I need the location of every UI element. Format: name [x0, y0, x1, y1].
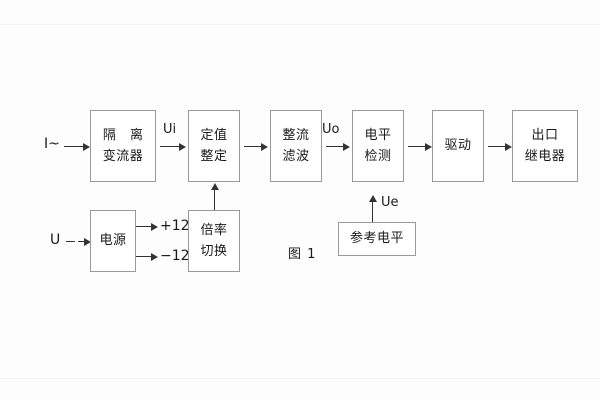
block-rectifier-line2: 滤波	[282, 149, 310, 164]
current-input-arrowhead	[83, 143, 90, 151]
block-driver-line1: 驱动	[444, 138, 472, 154]
block-level-detector[interactable]: 电平 检测	[352, 110, 404, 182]
block-power-line1: 电源	[99, 233, 127, 249]
uo-connector-arrowhead	[343, 143, 350, 151]
block-isolation-line1: 隔 离	[102, 127, 149, 143]
block-multiplier-switch[interactable]: 倍率 切换	[188, 210, 240, 272]
voltage-input-label: U	[50, 232, 61, 248]
signal-uo-label: Uo	[322, 122, 340, 137]
signal-ui-label: Ui	[163, 122, 177, 137]
ui-connector-arrowhead	[179, 143, 186, 151]
driver-to-output-arrowhead	[505, 143, 512, 151]
reference-to-detector-arrowhead	[369, 195, 377, 202]
multiplier-to-setting-line	[214, 189, 215, 210]
figure-caption: 图 1	[288, 247, 317, 262]
block-power-supply[interactable]: 电源	[90, 210, 136, 272]
block-output-line2: 继电器	[524, 149, 566, 164]
block-reference-level[interactable]: 参考电平	[338, 222, 416, 256]
rail-positive-arrowhead	[151, 223, 158, 231]
block-setting-adjustment[interactable]: 定值 整定	[188, 110, 240, 182]
block-detector-line2: 检测	[364, 149, 392, 164]
block-output-line1: 出口	[531, 127, 559, 143]
block-isolation-line2: 变流器	[102, 149, 144, 164]
ui-connector-line	[160, 146, 180, 147]
voltage-input-arrowhead	[84, 238, 91, 246]
voltage-input-line	[78, 241, 87, 242]
block-detector-line1: 电平	[364, 127, 392, 143]
current-input-line	[64, 146, 84, 147]
frame-top-divider	[0, 24, 600, 25]
signal-ue-label: Ue	[381, 195, 399, 210]
block-multiplier-line2: 切换	[200, 244, 228, 259]
uo-connector-line	[326, 146, 344, 147]
block-setting-line2: 整定	[200, 149, 228, 164]
setting-to-rectifier-line	[244, 146, 262, 147]
reference-to-detector-line	[372, 201, 373, 222]
rail-negative-arrowhead	[151, 253, 158, 261]
multiplier-to-setting-arrowhead	[211, 183, 219, 190]
detector-to-driver-arrowhead	[425, 143, 432, 151]
block-driver[interactable]: 驱动	[432, 110, 484, 182]
setting-to-rectifier-arrowhead	[261, 143, 268, 151]
block-reference-line1: 参考电平	[349, 231, 404, 247]
rail-negative-line	[136, 256, 152, 257]
rail-positive-line	[136, 226, 152, 227]
current-input-label: I~	[44, 136, 60, 152]
driver-to-output-line	[488, 146, 506, 147]
block-rectifier-filter[interactable]: 整流 滤波	[270, 110, 322, 182]
block-rectifier-line1: 整流	[282, 127, 310, 143]
frame-bottom-divider	[0, 378, 600, 379]
detector-to-driver-line	[408, 146, 426, 147]
block-multiplier-line1: 倍率	[200, 222, 228, 238]
block-output-relay[interactable]: 出口 继电器	[512, 110, 578, 182]
block-setting-line1: 定值	[200, 127, 228, 143]
block-isolation-transformer[interactable]: 隔 离 变流器	[90, 110, 156, 182]
voltage-input-dash	[66, 241, 75, 242]
